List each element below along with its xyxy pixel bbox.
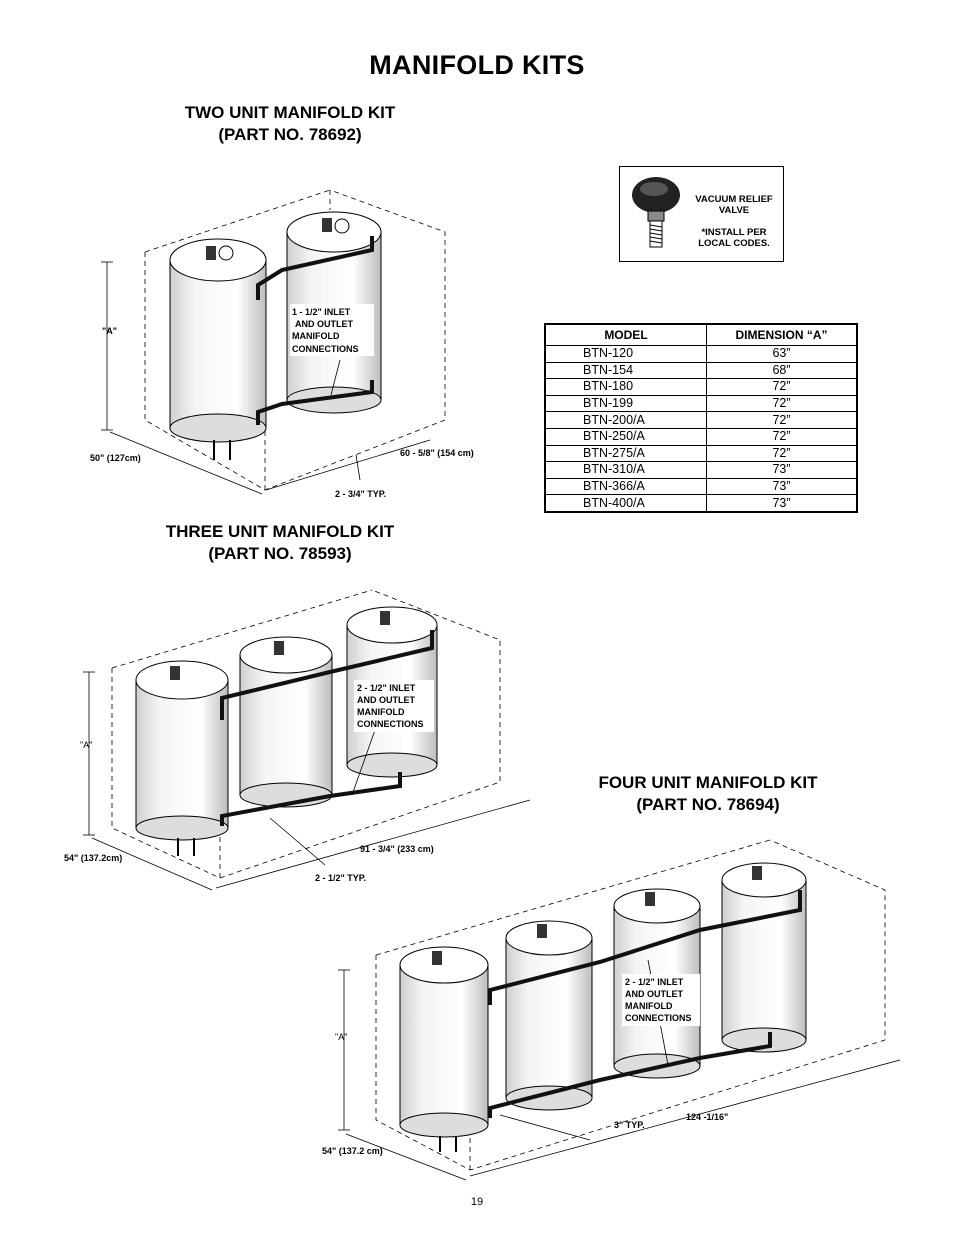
three-unit-manifold-drawing: "A" 54" (137.2cm) 91 - 3/4" (233 cm) 2 -… xyxy=(64,589,531,891)
model-cell: BTN-400/A xyxy=(545,494,707,513)
vacuum-relief-valve-callout: VACUUM RELIEF VALVE *INSTALL PER LOCAL C… xyxy=(619,166,784,262)
valve-line-3: *INSTALL PER xyxy=(701,227,767,238)
valve-line-2: VALVE xyxy=(718,205,750,216)
three-unit-depth: 54" (137.2cm) xyxy=(64,853,122,863)
two-unit-dim-a: "A" xyxy=(102,326,117,336)
dimension-cell: 63” xyxy=(706,345,857,363)
four-unit-conn-2: AND OUTLET xyxy=(625,989,683,999)
four-unit-spacing: 3" TYP. xyxy=(614,1120,645,1130)
vacuum-relief-valve-icon xyxy=(632,177,680,248)
two-unit-length: 60 - 5/8" (154 cm) xyxy=(400,448,474,458)
tank xyxy=(721,862,807,1053)
tank xyxy=(169,238,267,460)
tank xyxy=(135,660,229,856)
three-unit-conn-3: MANIFOLD xyxy=(357,707,405,717)
valve-line-4: LOCAL CODES. xyxy=(698,238,770,249)
four-unit-conn-1: 2 - 1/2" INLET xyxy=(625,977,684,987)
dimension-column-header: DIMENSION “A” xyxy=(706,324,857,346)
four-unit-kit-title: FOUR UNIT MANIFOLD KIT xyxy=(598,773,818,792)
two-unit-conn-1: 1 - 1/2" INLET xyxy=(292,307,351,317)
three-unit-conn-1: 2 - 1/2" INLET xyxy=(357,683,416,693)
two-unit-conn-4: CONNECTIONS xyxy=(292,344,359,354)
three-unit-kit-heading: THREE UNIT MANIFOLD KIT (PART NO. 78593) xyxy=(120,521,440,565)
two-unit-conn-2: AND OUTLET xyxy=(295,319,353,329)
four-unit-conn-3: MANIFOLD xyxy=(625,1001,673,1011)
three-unit-kit-title: THREE UNIT MANIFOLD KIT xyxy=(165,522,395,541)
model-cell: BTN-310/A xyxy=(545,461,707,479)
two-unit-spacing: 2 - 3/4" TYP. xyxy=(335,489,386,499)
model-cell: BTN-199 xyxy=(545,395,707,413)
two-unit-conn-3: MANIFOLD xyxy=(292,331,340,341)
model-cell: BTN-120 xyxy=(545,345,707,363)
four-unit-depth: 54" (137.2 cm) xyxy=(322,1146,383,1156)
three-unit-conn-4: CONNECTIONS xyxy=(357,719,424,729)
three-unit-kit-part: (PART NO. 78593) xyxy=(208,544,352,563)
tank xyxy=(505,920,593,1111)
dimension-cell: 73” xyxy=(706,478,857,496)
dimension-cell: 73” xyxy=(706,461,857,479)
dimension-cell: 68” xyxy=(706,362,857,380)
four-unit-conn-4: CONNECTIONS xyxy=(625,1013,692,1023)
tank xyxy=(239,636,333,808)
tank xyxy=(399,946,489,1152)
two-unit-depth: 50" (127cm) xyxy=(90,453,141,463)
page-title: MANIFOLD KITS xyxy=(369,50,585,80)
model-column-header: MODEL xyxy=(545,324,707,346)
four-unit-kit-part: (PART NO. 78694) xyxy=(636,795,780,814)
two-unit-kit-heading: TWO UNIT MANIFOLD KIT (PART NO. 78692) xyxy=(140,102,440,146)
vacuum-relief-valve-text: VACUUM RELIEF VALVE *INSTALL PER LOCAL C… xyxy=(686,194,782,249)
three-unit-dim-a: "A" xyxy=(80,740,92,750)
three-unit-length: 91 - 3/4" (233 cm) xyxy=(360,844,434,854)
dimension-cell: 72” xyxy=(706,395,857,413)
three-unit-spacing: 2 - 1/2" TYP. xyxy=(315,873,366,883)
dimension-cell: 72” xyxy=(706,411,857,429)
dimension-cell: 72” xyxy=(706,378,857,396)
four-unit-dim-a: "A" xyxy=(335,1032,347,1042)
two-unit-manifold-drawing: "A" 50" (127cm) 60 - 5/8" (154 cm) 2 - 3… xyxy=(90,189,474,499)
two-unit-kit-part: (PART NO. 78692) xyxy=(218,125,362,144)
model-cell: BTN-275/A xyxy=(545,445,707,463)
four-unit-length: 124 -1/16" xyxy=(686,1112,728,1122)
dimension-cell: 72” xyxy=(706,445,857,463)
four-unit-manifold-drawing: "A" 54" (137.2 cm) 124 -1/16" 3" TYP. 2 … xyxy=(322,839,901,1181)
four-unit-kit-heading: FOUR UNIT MANIFOLD KIT (PART NO. 78694) xyxy=(548,772,868,816)
model-cell: BTN-366/A xyxy=(545,478,707,496)
dimension-cell: 73” xyxy=(706,494,857,513)
dimension-cell: 72” xyxy=(706,428,857,446)
page-number: 19 xyxy=(470,1196,484,1208)
valve-line-1: VACUUM RELIEF xyxy=(695,194,773,205)
model-cell: BTN-154 xyxy=(545,362,707,380)
model-cell: BTN-180 xyxy=(545,378,707,396)
model-cell: BTN-250/A xyxy=(545,428,707,446)
model-cell: BTN-200/A xyxy=(545,411,707,429)
table-header-row: MODEL DIMENSION “A” xyxy=(545,324,857,346)
three-unit-conn-2: AND OUTLET xyxy=(357,695,415,705)
two-unit-kit-title: TWO UNIT MANIFOLD KIT xyxy=(184,103,396,122)
